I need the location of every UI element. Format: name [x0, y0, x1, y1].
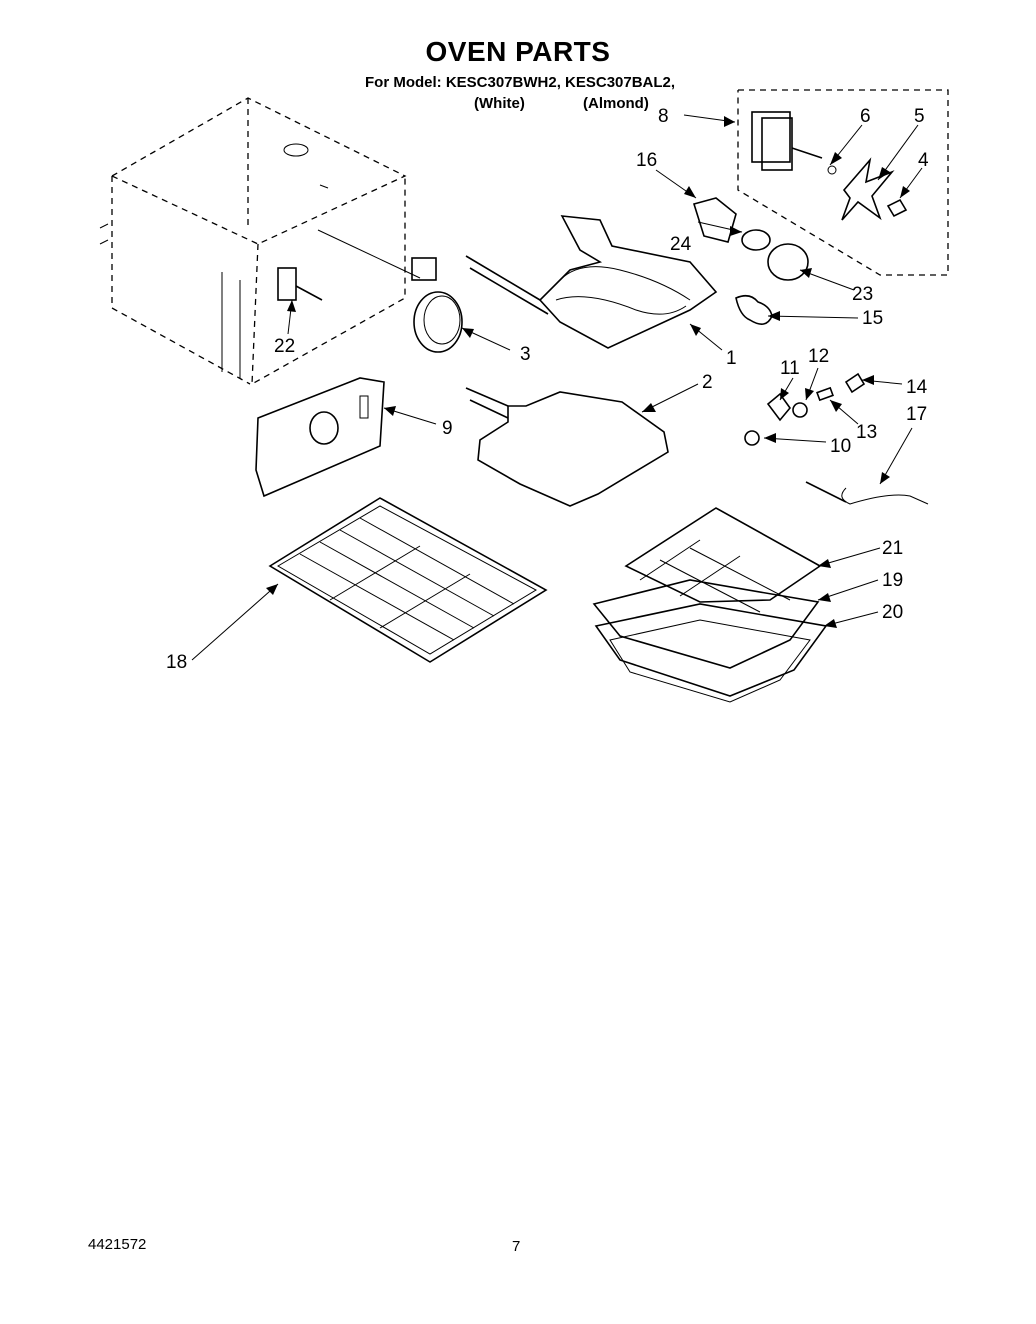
leader-lines	[191, 114, 923, 661]
page-title: OVEN PARTS	[425, 36, 611, 67]
oven-rack-drawing	[268, 497, 548, 663]
callout-4: 4	[918, 150, 929, 171]
broil-element-drawing	[465, 215, 718, 349]
callout-17: 17	[906, 404, 927, 425]
callout-21: 18	[166, 652, 187, 673]
page-number: 7	[512, 1238, 521, 1255]
callout-16: 16	[636, 150, 657, 171]
callout-12: 12	[808, 346, 829, 367]
part-3-shield-drawing	[411, 257, 463, 353]
callout-8: 8	[658, 106, 669, 127]
callout-22: 22	[274, 336, 295, 357]
callout-23: 23	[852, 284, 873, 305]
callout-10: 10	[830, 436, 851, 457]
callout-5: 5	[914, 106, 925, 127]
callout-2: 2	[702, 372, 713, 393]
variant-white: (White)	[474, 95, 525, 112]
callout-15: 15	[862, 308, 883, 329]
variant-almond: (Almond)	[583, 95, 649, 112]
bake-element-drawing	[465, 387, 669, 507]
light-socket-parts-drawing	[692, 197, 809, 325]
part-22-bracket-drawing	[277, 229, 421, 301]
broil-pan-drawing	[592, 507, 828, 703]
callout-6: 6	[860, 106, 871, 127]
callout-14: 13	[856, 422, 877, 443]
small-parts-drawing	[744, 372, 929, 505]
oven-cavity-drawing	[99, 97, 407, 386]
part-9-panel-drawing	[255, 377, 385, 498]
fan-assembly-enclosure	[737, 89, 949, 276]
callout-3: 3	[520, 344, 531, 365]
callout-9: 9	[442, 418, 453, 439]
callout-labels: 8 6 5 4 16 24 23 15 1 3 22 2 11 12 14 17…	[166, 106, 929, 673]
callout-1: 1	[726, 348, 737, 369]
callout-20: 21	[882, 538, 903, 559]
document-code: 4421572	[88, 1236, 147, 1253]
callout-24: 24	[670, 234, 692, 255]
model-line: For Model: KESC307BWH2, KESC307BAL2,	[365, 74, 676, 91]
callout-19: 20	[882, 602, 903, 623]
callout-18: 19	[882, 570, 903, 591]
callout-13: 14	[906, 377, 928, 398]
callout-11: 11	[780, 358, 800, 379]
